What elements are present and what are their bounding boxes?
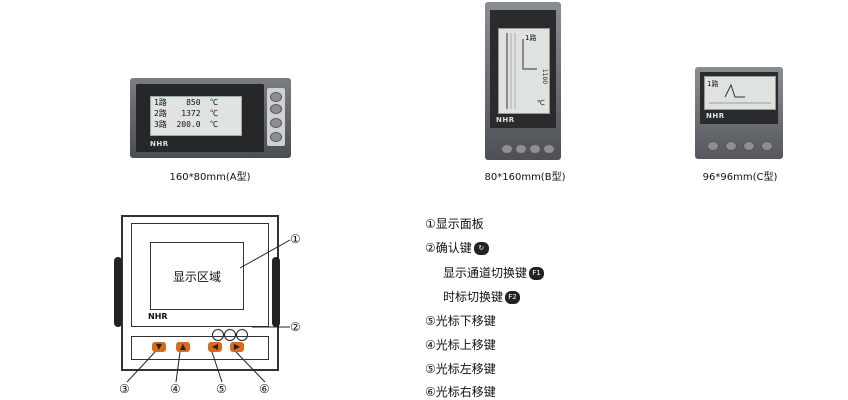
device-b-key-1 bbox=[501, 144, 513, 154]
device-b-key-3 bbox=[529, 144, 541, 154]
device-a-key-1 bbox=[270, 92, 282, 102]
legend-item-display-panel: ①显示面板 bbox=[425, 215, 484, 232]
callout-1: ① bbox=[290, 232, 301, 246]
left-arrow-key: ◀ bbox=[208, 342, 222, 352]
device-a-key-3 bbox=[270, 118, 282, 128]
device-c-display: 1路 bbox=[704, 76, 776, 110]
device-b-caption: 80*160mm(B型) bbox=[484, 172, 566, 183]
f1-key-icon: F1 bbox=[529, 267, 545, 280]
device-b-photo: 1路 1100 ℃ NHR bbox=[485, 2, 561, 160]
device-c-channel-label: 1路 bbox=[707, 80, 719, 88]
right-handle bbox=[272, 257, 280, 327]
diagram-logo: NHR bbox=[148, 312, 168, 321]
device-c-key-4 bbox=[761, 141, 773, 151]
legend-text: ④光标上移键 bbox=[425, 338, 496, 352]
legend-item-cursor-up: ④光标上移键 bbox=[425, 336, 496, 353]
device-a-caption: 160*80mm(A型) bbox=[169, 172, 251, 183]
up-arrow-key: ▲ bbox=[176, 342, 190, 352]
device-a-photo: 1路 850 ℃ 2路 1372 ℃ 3路 200.0 ℃ NHR bbox=[130, 78, 291, 158]
device-b-trend-chart bbox=[506, 33, 537, 109]
legend-text: ⑥光标右移键 bbox=[425, 385, 496, 399]
device-b-channel-label: 1路 bbox=[525, 34, 537, 42]
display-area: 显示区域 bbox=[150, 242, 244, 310]
legend-item-cursor-right: ⑥光标右移键 bbox=[425, 383, 496, 400]
device-b-key-4 bbox=[543, 144, 555, 154]
display-area-label: 显示区域 bbox=[172, 269, 221, 284]
callout-5: ⑤ bbox=[216, 382, 227, 396]
device-b-bezel: 1路 1100 ℃ NHR bbox=[490, 10, 556, 128]
right-arrow-key: ▶ bbox=[230, 342, 244, 352]
device-c-logo: NHR bbox=[706, 112, 725, 120]
diagram-face: 显示区域 NHR bbox=[131, 223, 269, 341]
legend-text: ⑤光标左移键 bbox=[425, 362, 496, 376]
key-circle-3 bbox=[236, 329, 248, 341]
confirm-key-icon: ↻ bbox=[473, 242, 489, 255]
panel-diagram: 显示区域 NHR ▼ ▲ ◀ ▶ bbox=[114, 215, 280, 371]
device-a-display: 1路 850 ℃ 2路 1372 ℃ 3路 200.0 ℃ bbox=[150, 96, 242, 136]
key-circle-2 bbox=[224, 329, 236, 341]
legend-text: ⑤光标下移键 bbox=[425, 314, 496, 328]
device-c-caption: 96*96mm(C型) bbox=[702, 172, 778, 183]
callout-2: ② bbox=[290, 320, 301, 334]
device-a-key-2 bbox=[270, 104, 282, 114]
device-a-row-1: 1路 850 ℃ bbox=[154, 98, 219, 107]
device-c-photo: 1路 NHR bbox=[695, 67, 783, 159]
device-b-logo: NHR bbox=[496, 116, 515, 124]
callout-4: ④ bbox=[170, 382, 181, 396]
device-b-key-2 bbox=[515, 144, 527, 154]
legend-text: ①显示面板 bbox=[425, 217, 484, 231]
legend-item-confirm-key: ②确认键↻ bbox=[425, 239, 489, 256]
callout-3: ③ bbox=[119, 382, 130, 396]
legend-text: 时标切换键 bbox=[443, 290, 504, 304]
down-arrow-key: ▼ bbox=[152, 342, 166, 352]
device-c-trend-chart bbox=[709, 83, 771, 104]
key-circle-1 bbox=[212, 329, 224, 341]
device-c-bezel: 1路 NHR bbox=[700, 72, 778, 124]
device-a-key-4 bbox=[270, 132, 282, 142]
device-a-logo: NHR bbox=[150, 140, 169, 148]
legend-text: 显示通道切换键 bbox=[443, 266, 528, 280]
callout-6: ⑥ bbox=[259, 382, 270, 396]
f2-key-icon: F2 bbox=[505, 291, 521, 304]
device-c-key-3 bbox=[743, 141, 755, 151]
device-a-bezel: 1路 850 ℃ 2路 1372 ℃ 3路 200.0 ℃ NHR bbox=[136, 84, 264, 152]
confirm-key-group bbox=[212, 329, 252, 341]
device-c-key-2 bbox=[725, 141, 737, 151]
legend-text: ②确认键 bbox=[425, 241, 472, 255]
device-b-unit: ℃ bbox=[537, 99, 545, 107]
device-c-key-1 bbox=[707, 141, 719, 151]
device-a-row-2: 2路 1372 ℃ bbox=[154, 109, 219, 118]
arrow-key-row: ▼ ▲ ◀ ▶ bbox=[131, 336, 269, 360]
legend-item-cursor-left: ⑤光标左移键 bbox=[425, 360, 496, 377]
device-a-keypad bbox=[267, 88, 285, 146]
legend-item-cursor-down: ⑤光标下移键 bbox=[425, 312, 496, 329]
left-handle bbox=[114, 257, 122, 327]
device-b-display: 1路 1100 ℃ bbox=[498, 28, 550, 114]
device-a-row-3: 3路 200.0 ℃ bbox=[154, 120, 219, 129]
